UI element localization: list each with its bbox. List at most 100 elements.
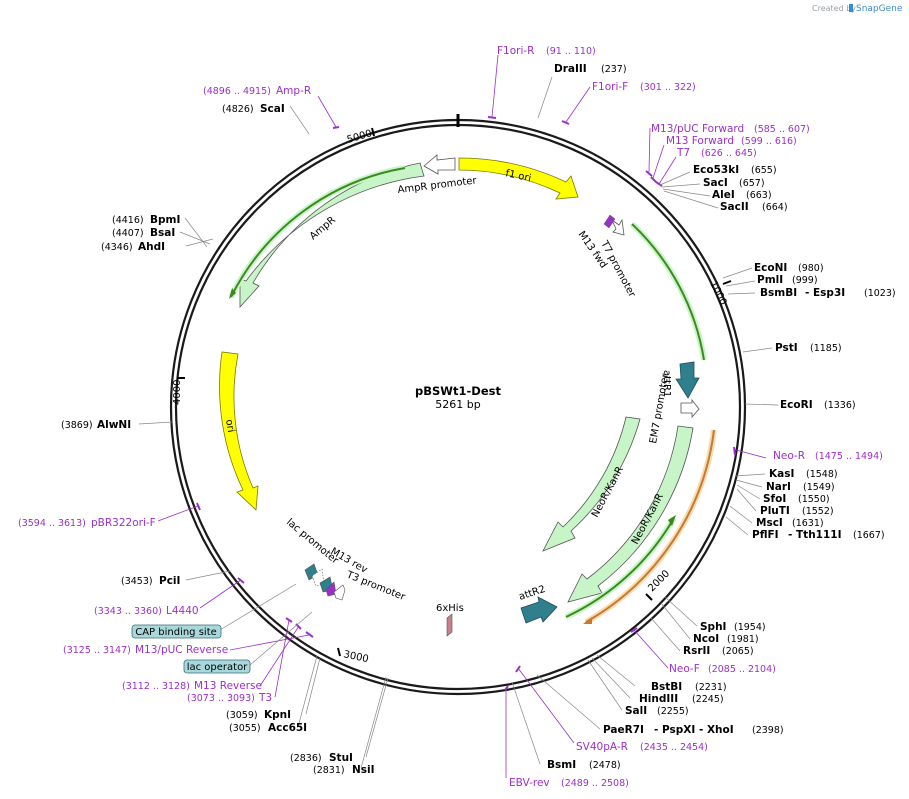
enzyme-sali-pos: (2255): [657, 706, 689, 717]
primer-neo-f: Neo-F: [669, 663, 700, 675]
primer-pbr322ori-f: pBR322ori-F: [91, 517, 156, 529]
boxed-leaders: [219, 583, 313, 666]
enzyme-bpmi: BpmI: [150, 214, 180, 226]
primer-m13-forward-pos: (599 .. 616): [741, 136, 797, 147]
primer-sv40pa-r: SV40pA-R: [576, 741, 628, 753]
primer-m13-reverse: M13 Reverse: [194, 680, 262, 692]
enzyme-bsmbi-pos: (1023): [864, 288, 896, 299]
feature-lac-cluster: lac promoter M13 rev T3 promoter: [284, 517, 407, 603]
enzyme-ncoi: NcoI: [693, 633, 719, 645]
feature-label: AmpR: [308, 215, 338, 243]
enzyme-ahdi: AhdI: [138, 241, 165, 253]
enzyme-draiii-pos: (237): [601, 64, 627, 75]
primer-neo-r: Neo-R: [773, 450, 805, 462]
primer-m13-reverse-pos: (3112 .. 3128): [122, 681, 190, 692]
created-by-text: Created by: [812, 4, 856, 13]
primer-leaders: [157, 54, 767, 778]
enzyme-sacii-pos: (664): [762, 202, 788, 213]
primer-pbr322ori-f-pos: (3594 .. 3613): [18, 518, 86, 529]
enzyme-bsai: BsaI: [150, 227, 175, 239]
enzyme-bsai-pos: (4407): [112, 228, 144, 239]
enzyme-sphi: SphI: [700, 621, 726, 633]
neo-orf-arrowhead: [583, 617, 592, 624]
enzyme-bsmi: BsmI: [547, 759, 576, 771]
primer-f1ori-r: F1ori-R: [497, 45, 534, 57]
enzyme-sphi-pos: (1954): [734, 622, 766, 633]
tick-4000: 4000: [172, 377, 185, 405]
primer-m13-forward: M13 Forward: [666, 135, 734, 147]
enzyme-pmli-pos: (999): [792, 275, 818, 286]
enzyme-alwni-pos: (3869): [61, 420, 93, 431]
enzyme-ahdi-pos: (4346): [101, 242, 133, 253]
feature-neor-kanr-inner: NeoR/KanR: [542, 416, 641, 552]
primer-amp-r: Amp-R: [276, 85, 311, 97]
enzyme-pmli: PmlI: [757, 274, 783, 286]
enzyme-stui-pos: (2836): [290, 753, 322, 764]
enzyme-bstbi: BstBI: [651, 681, 682, 693]
enzyme-sacii: SacII: [720, 201, 749, 213]
plasmid-length: 5261 bp: [435, 398, 480, 411]
snapgene-logo-icon: [849, 4, 853, 12]
enzyme-saci-pos: (657): [739, 178, 765, 189]
enzyme-stui: StuI: [329, 752, 353, 764]
primer-neo-r-pos: (1475 .. 1494): [815, 451, 883, 462]
primer-f1ori-f: F1ori-F: [592, 81, 628, 93]
enzyme-labels: DraIII (237) Eco53kI (655) SacI (657) Al…: [61, 63, 896, 776]
enzyme-psti: PstI: [775, 342, 798, 354]
enzyme-econi: EcoNI: [754, 262, 787, 274]
enzyme-sfoi-pos: (1550): [798, 494, 830, 505]
enzyme-pluti-pos: (1552): [802, 506, 834, 517]
tick-label: 4000: [172, 380, 183, 405]
enzyme-kasi-pos: (1548): [806, 469, 838, 480]
feature-label: T7 promoter: [598, 238, 638, 300]
enzyme-econi-pos: (980): [798, 263, 824, 274]
boxed-cap-binding-site: CAP binding site: [131, 624, 222, 639]
enzyme-psti-pos: (1185): [810, 343, 842, 354]
enzyme-pflfi-pos: (1667): [853, 530, 885, 541]
enzyme-nari: NarI: [766, 481, 791, 493]
primer-t3-pos: (3073 .. 3093): [187, 693, 255, 704]
primer-m13puc-reverse: M13/pUC Reverse: [135, 644, 228, 656]
enzyme-bstbi-pos: (2231): [695, 682, 727, 693]
tick-label: 3000: [342, 649, 369, 665]
enzyme-draiii: DraIII: [554, 63, 587, 75]
primer-labels: F1ori-R (91 .. 110) F1ori-F (301 .. 322)…: [18, 45, 883, 789]
boxed-label: CAP binding site: [135, 627, 217, 638]
feature-label: T3 promoter: [344, 569, 407, 603]
primer-m13puc-reverse-pos: (3125 .. 3147): [63, 645, 131, 656]
primer-f1ori-r-pos: (91 .. 110): [546, 46, 596, 57]
enzyme-acc65i-pos: (3055): [229, 723, 261, 734]
primer-m13puc-forward: M13/pUC Forward: [651, 123, 744, 135]
enzyme-kasi: KasI: [769, 468, 794, 480]
enzyme-saci: SacI: [703, 177, 728, 189]
primer-ebv-rev: EBV-rev: [509, 777, 550, 789]
enzyme-eco53ki: Eco53kI: [693, 164, 739, 176]
enzyme-acc65i: Acc65I: [268, 722, 307, 734]
enzyme-sfoi: SfoI: [763, 493, 786, 505]
enzyme-nari-pos: (1549): [803, 482, 835, 493]
enzyme-ecori-pos: (1336): [824, 400, 856, 411]
primer-t7: T7: [676, 147, 690, 159]
feature-6xhis: 6xHis: [436, 603, 464, 637]
primer-f1ori-f-pos: (301 .. 322): [640, 82, 696, 93]
ampr-orf-line: [230, 167, 406, 298]
enzyme-kpni: KpnI: [264, 709, 291, 721]
enzyme-pflfi: PflFI: [752, 529, 779, 541]
enzyme-bsmbi: BsmBI: [760, 287, 797, 299]
primer-m13puc-forward-pos: (585 .. 607): [754, 124, 810, 135]
enzyme-sali: SalI: [625, 705, 647, 717]
primer-amp-r-pos: (4896 .. 4915): [203, 86, 271, 97]
enzyme-nsii-pos: (2831): [313, 765, 345, 776]
enzyme-kpni-pos: (3059): [226, 710, 258, 721]
primer-t3: T3: [258, 692, 272, 704]
enzyme-eco53ki-pos: (655): [751, 165, 777, 176]
primer-l4440: L4440: [166, 605, 199, 617]
primer-ebv-rev-pos: (2489 .. 2508): [561, 778, 629, 789]
enzyme-hindiii: HindIII: [639, 693, 678, 705]
enzyme-rsrii-pos: (2065): [722, 646, 754, 657]
orf-line-right: [631, 223, 705, 361]
enzyme-alei: AleI: [712, 189, 735, 201]
feature-label: ori: [223, 419, 236, 434]
enzyme-msci-pos: (1631): [792, 518, 824, 529]
